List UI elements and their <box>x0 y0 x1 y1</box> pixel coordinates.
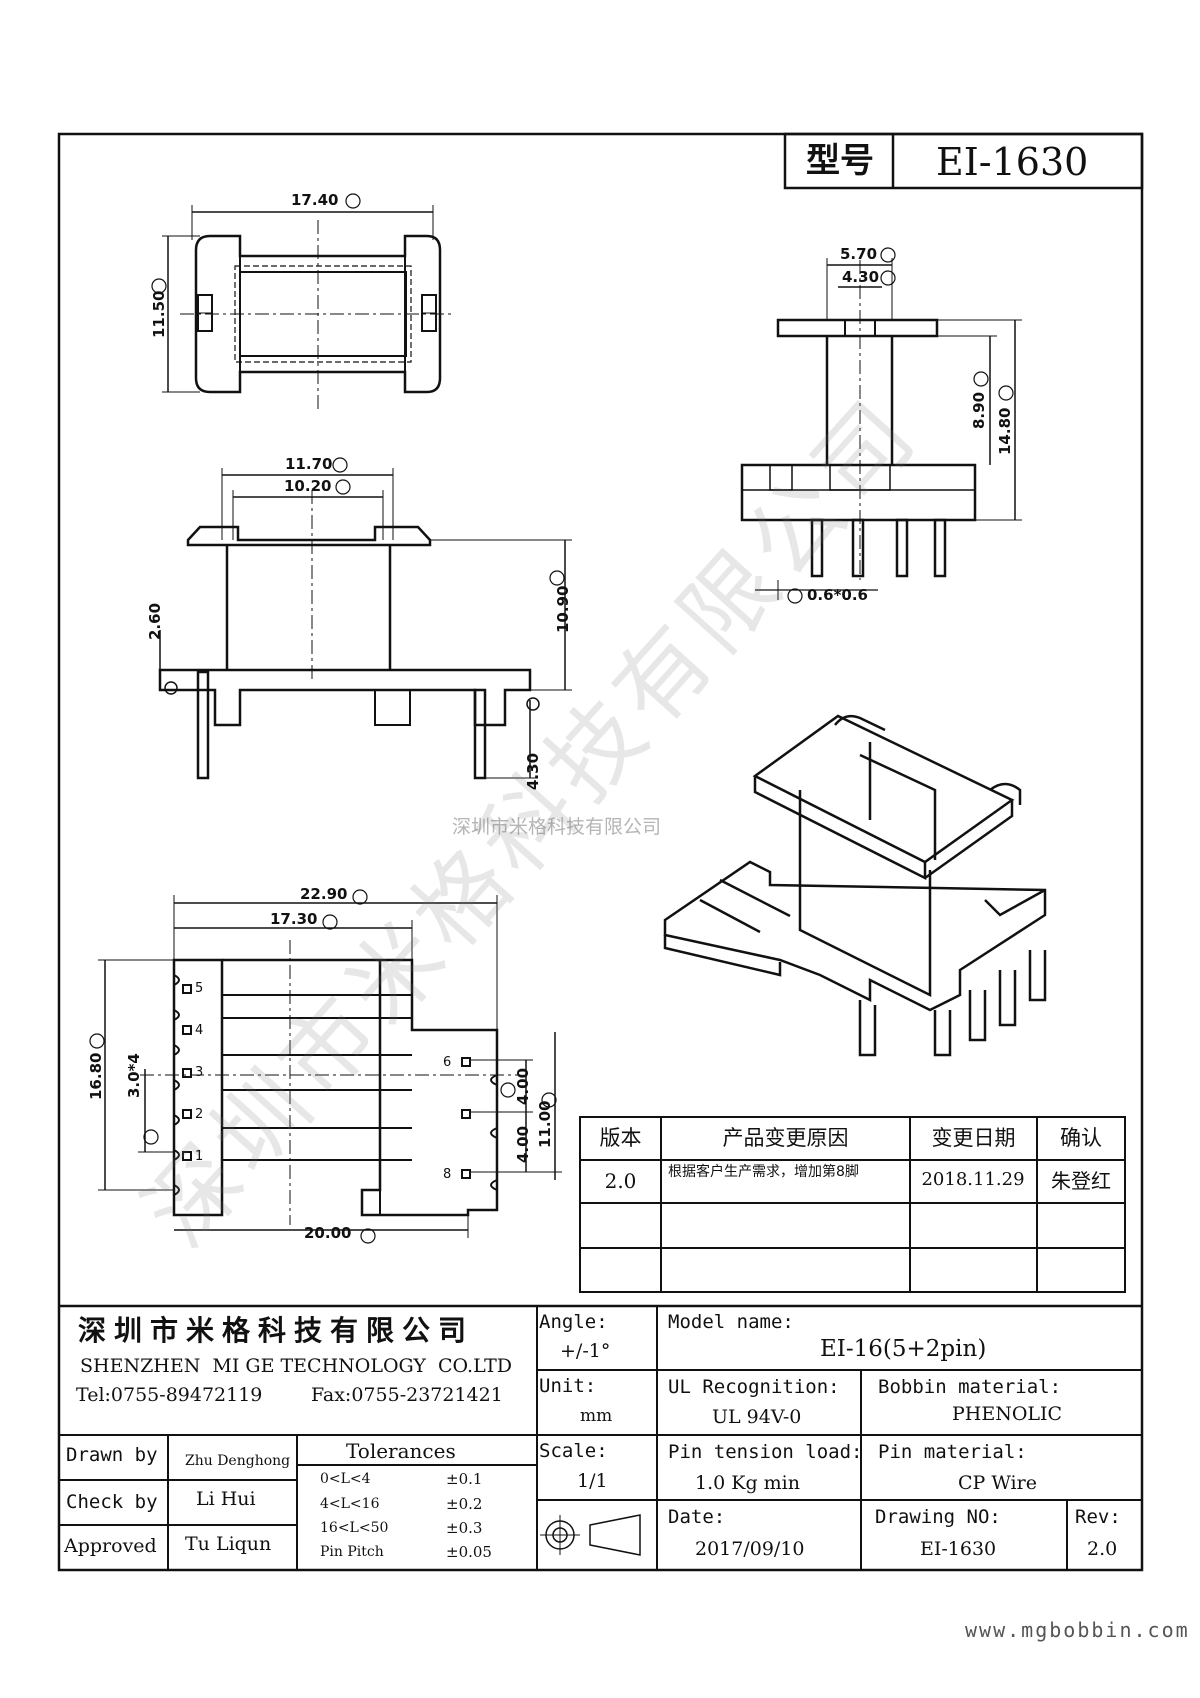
date-value: 2017/09/10 <box>695 1538 805 1560</box>
title-box <box>783 132 1144 190</box>
check-by-value: Li Hui <box>196 1488 256 1510</box>
dim-side-w1: 5.70 <box>840 245 878 263</box>
rev-header-date: 变更日期 <box>931 1126 1016 1150</box>
pin-label: 5 <box>195 981 204 996</box>
pin-label: 2 <box>195 1107 204 1122</box>
approved-value: Tu Liqun <box>185 1533 272 1555</box>
dim-side-h1: 8.90 <box>970 391 988 429</box>
bobbin-value: PHENOLIC <box>952 1403 1063 1425</box>
dim-bottom-pitch: 3.0*4 <box>125 1053 143 1098</box>
revision-table-grid <box>579 1116 1126 1293</box>
pin-material-label: Pin material: <box>878 1441 1027 1463</box>
model-name-value: EI-16(5+2pin) <box>820 1336 987 1362</box>
tolerance-range: 0<L<4 <box>320 1471 371 1487</box>
rev-label: Rev: <box>1075 1506 1121 1528</box>
tension-label: Pin tension load: <box>668 1441 863 1463</box>
title-block-grid <box>59 1304 1142 1570</box>
rev-cell: 根据客户生产需求，增加第8脚 <box>668 1164 859 1180</box>
date-label: Date: <box>668 1506 726 1528</box>
pin-label: 6 <box>443 1055 452 1070</box>
angle-value: +/-1° <box>560 1340 611 1362</box>
tension-value: 1.0 Kg min <box>695 1472 800 1494</box>
model-value: EI-1630 <box>936 140 1089 184</box>
dim-front-flange: 2.60 <box>146 602 164 640</box>
tolerance-range: 4<L<16 <box>320 1496 380 1512</box>
drawing-border <box>57 132 1144 1572</box>
dim-top-height: 11.50 <box>150 290 168 338</box>
check-by-label: Check by <box>66 1491 158 1513</box>
tolerance-range: Pin Pitch <box>320 1544 384 1560</box>
rev-header-reason: 产品变更原因 <box>722 1126 849 1150</box>
scale-value: 1/1 <box>577 1470 608 1492</box>
dim-bottom-p2: 4.00 <box>514 1125 532 1163</box>
bobbin-label: Bobbin material: <box>878 1376 1062 1398</box>
tolerance-value: ±0.2 <box>446 1495 483 1513</box>
center-watermark: 深圳市米格科技有限公司 <box>452 816 662 838</box>
pin-label: 8 <box>443 1167 452 1182</box>
top-view <box>162 205 455 410</box>
ul-value: UL 94V-0 <box>712 1406 802 1428</box>
dim-top-width: 17.40 <box>291 191 339 209</box>
dim-side-h2: 14.80 <box>996 407 1014 455</box>
dim-bottom-w2: 17.30 <box>270 910 318 928</box>
dim-front-w1: 11.70 <box>285 455 333 473</box>
company-name-en: SHENZHEN MI GE TECHNOLOGY CO.LTD <box>80 1355 513 1377</box>
dim-pin-size: 0.6*0.6 <box>807 586 868 604</box>
front-view <box>158 468 572 780</box>
side-view <box>740 258 1022 600</box>
unit-value: mm <box>580 1406 613 1426</box>
tolerance-range: 16<L<50 <box>320 1520 389 1536</box>
scale-label: Scale: <box>539 1440 608 1462</box>
dim-front-pin: 4.30 <box>524 752 542 790</box>
tolerances-title: Tolerances <box>346 1439 456 1463</box>
pin-label: 1 <box>195 1149 204 1164</box>
rev-header-version: 版本 <box>599 1126 642 1150</box>
drawing-no-label: Drawing NO: <box>875 1506 1001 1528</box>
pin-material-value: CP Wire <box>958 1472 1037 1494</box>
dim-bottom-p1: 4.00 <box>514 1067 532 1105</box>
pin-label: 3 <box>195 1065 204 1080</box>
footer-url[interactable]: www.mgbobbin.com <box>965 1618 1190 1642</box>
drawing-no-value: EI-1630 <box>920 1538 997 1560</box>
approved-label: Approved <box>64 1535 157 1557</box>
model-label: 型号 <box>806 141 874 181</box>
rev-value: 2.0 <box>1087 1538 1118 1560</box>
dim-front-body: 10.90 <box>554 585 572 633</box>
dim-front-w2: 10.20 <box>284 477 332 495</box>
rev-cell: 2.0 <box>604 1169 637 1193</box>
pin-label: 4 <box>195 1023 204 1038</box>
tolerance-value: ±0.3 <box>446 1519 483 1537</box>
rev-header-confirm: 确认 <box>1060 1126 1102 1150</box>
dim-bottom-h1: 16.80 <box>87 1052 105 1100</box>
rev-cell: 朱登红 <box>1051 1169 1111 1193</box>
dim-side-w2: 4.30 <box>842 268 880 286</box>
dim-bottom-w3: 20.00 <box>304 1224 352 1242</box>
unit-label: Unit: <box>539 1375 597 1397</box>
dimension-ref-circles <box>89 193 1014 1244</box>
drawn-by-label: Drawn by <box>66 1444 158 1466</box>
rev-cell: 2018.11.29 <box>921 1169 1025 1190</box>
isometric-view <box>663 714 1047 1057</box>
bottom-view <box>98 895 562 1238</box>
dim-bottom-w1: 22.90 <box>300 885 348 903</box>
drawn-by-value: Zhu Denghong <box>185 1453 291 1469</box>
tolerance-value: ±0.05 <box>446 1543 492 1561</box>
dim-bottom-h2: 11.00 <box>536 1100 554 1148</box>
tolerance-value: ±0.1 <box>446 1470 483 1488</box>
angle-label: Angle: <box>539 1311 608 1333</box>
model-name-label: Model name: <box>668 1311 794 1333</box>
company-tel: Tel:0755-89472119 <box>76 1384 263 1406</box>
company-fax: Fax:0755-23721421 <box>311 1384 503 1406</box>
company-name-cn: 深圳市米格科技有限公司 <box>78 1314 475 1347</box>
ul-label: UL Recognition: <box>668 1376 840 1398</box>
